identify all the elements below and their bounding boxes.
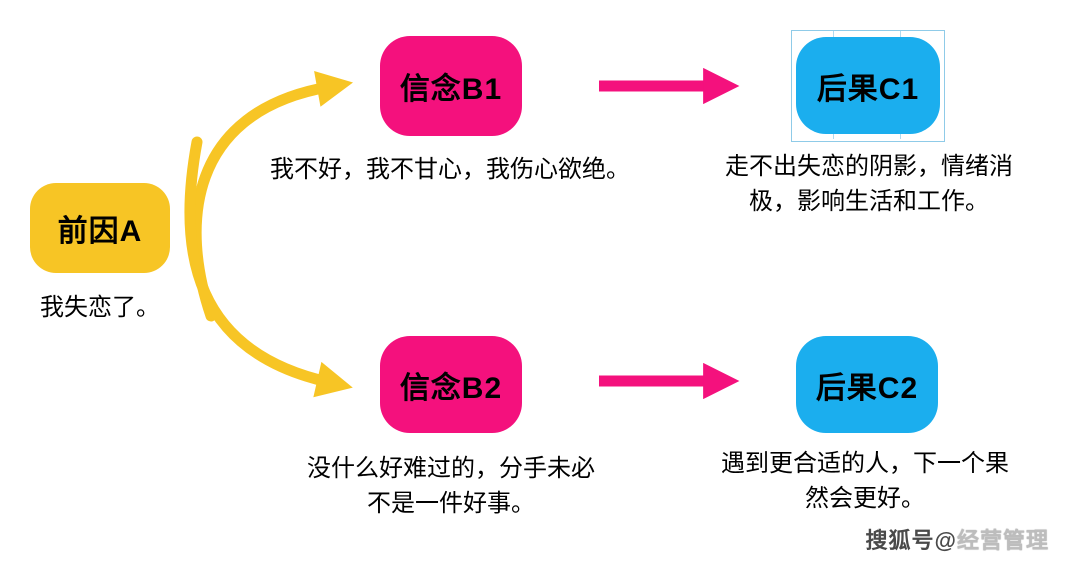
- caption-consequence-c1: 走不出失恋的阴影，情绪消极，影响生活和工作。: [725, 153, 1013, 215]
- node-belief-b1: 信念B1: [380, 36, 522, 136]
- watermark-account-name: 经营管理: [956, 528, 1049, 553]
- caption-consequence-c2: 遇到更合适的人，下一个果然会更好。: [721, 450, 1009, 512]
- caption-belief-b1: 我不好，我不甘心，我伤心欲绝。: [270, 156, 630, 183]
- node-consequence-c1-label: 后果C1: [816, 72, 920, 106]
- node-belief-b2-label: 信念B2: [399, 371, 503, 405]
- caption-belief-b2: 没什么好难过的，分手未必不是一件好事。: [307, 455, 595, 517]
- curved-arrow-a-to-b2: [184, 136, 353, 398]
- node-consequence-c2: 后果C2: [796, 336, 938, 433]
- caption-antecedent-a: 我失恋了。: [40, 294, 160, 321]
- node-belief-b1-label: 信念B1: [399, 73, 503, 106]
- node-antecedent-a: 前因A: [30, 183, 170, 273]
- sohu-watermark: 搜狐号@经营管理: [866, 523, 1049, 555]
- node-consequence-c2-label: 后果C2: [815, 371, 919, 405]
- node-consequence-c1: 后果C1: [796, 37, 940, 134]
- node-belief-b2: 信念B2: [380, 336, 522, 433]
- node-antecedent-a-label: 前因A: [57, 215, 143, 248]
- curved-arrow-a-to-b1: [190, 71, 354, 322]
- watermark-prefix: 搜狐号@: [865, 528, 957, 553]
